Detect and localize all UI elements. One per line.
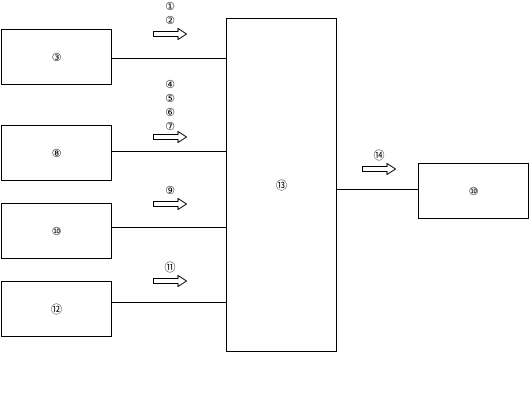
hollow-right-arrow-icon: [153, 198, 187, 210]
box-12: ⑫: [1, 281, 112, 337]
box-8: ⑧: [1, 125, 112, 181]
connector-line-12: [111, 302, 226, 303]
connector-line-8: [111, 151, 226, 152]
box-10-right-label: ⑩: [468, 184, 479, 198]
signal-label-1: ①: [165, 0, 175, 13]
box-10-left-label: ⑩: [51, 224, 62, 238]
signal-label-5: ⑤: [165, 92, 175, 105]
box-10-right: ⑩: [418, 163, 529, 219]
hollow-right-arrow-icon: [153, 275, 187, 287]
box-13-center: ⑬: [226, 18, 337, 352]
signal-group-11: ⑪: [153, 261, 187, 287]
connector-line-13-to-10: [336, 189, 418, 190]
connector-line-10: [111, 227, 226, 228]
box-13-label: ⑬: [276, 178, 287, 192]
connector-line-3: [111, 58, 226, 59]
box-10-left: ⑩: [1, 203, 112, 259]
box-8-label: ⑧: [51, 146, 62, 160]
signal-group-14: ⑭: [362, 149, 396, 175]
signal-label-11: ⑪: [164, 261, 176, 274]
signal-group-4-7: ④ ⑤ ⑥ ⑦: [153, 78, 187, 143]
signal-label-14: ⑭: [373, 149, 385, 162]
signal-label-4: ④: [165, 78, 175, 91]
signal-label-6: ⑥: [165, 106, 175, 119]
signal-label-7: ⑦: [165, 120, 175, 133]
signal-group-1-2: ① ②: [153, 0, 187, 40]
signal-label-9: ⑨: [165, 184, 175, 197]
signal-group-9: ⑨: [153, 184, 187, 210]
box-3: ③: [1, 29, 112, 85]
box-3-label: ③: [51, 50, 62, 64]
hollow-right-arrow-icon: [153, 28, 187, 40]
signal-label-2: ②: [165, 14, 175, 27]
hollow-right-arrow-icon: [362, 163, 396, 175]
box-12-label: ⑫: [51, 302, 62, 316]
hollow-right-arrow-icon: [153, 131, 187, 143]
